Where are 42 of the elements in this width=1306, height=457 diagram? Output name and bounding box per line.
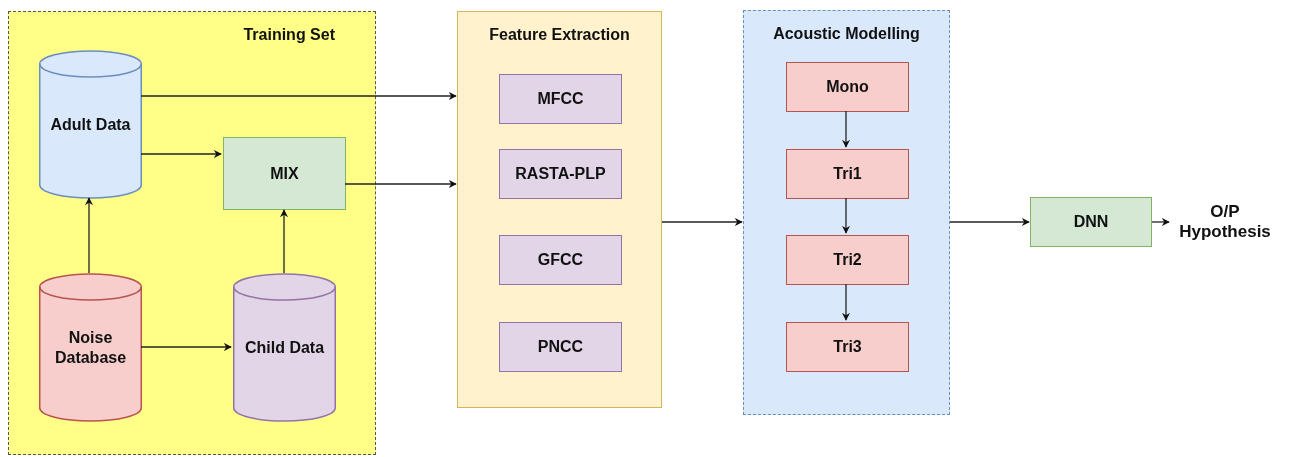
node-label: Noise Database: [53, 328, 128, 367]
panel-title: Training Set: [243, 26, 335, 43]
process-box: [499, 235, 622, 285]
process-box: [786, 62, 909, 112]
arrow: [344, 180, 457, 188]
process-box: [499, 74, 622, 124]
node-label: DNN: [1073, 212, 1109, 232]
process-box: [786, 235, 909, 285]
group-panel: [457, 11, 662, 408]
arrow: [140, 150, 222, 158]
arrow: [661, 218, 743, 226]
node-label: Tri1: [833, 164, 862, 184]
node-label: Tri3: [833, 337, 862, 357]
node-label: GFCC: [537, 250, 584, 270]
arrow: [949, 218, 1030, 226]
output-label: O/P Hypothesis: [1170, 196, 1280, 248]
node-label: Tri2: [833, 250, 862, 270]
arrow: [85, 197, 93, 274]
node-label: Mono: [826, 77, 869, 97]
node-label: Child Data: [244, 337, 325, 358]
group-panel: [8, 11, 376, 455]
node-label: MIX: [270, 163, 299, 184]
process-box: [786, 322, 909, 372]
process-box: [786, 149, 909, 199]
process-box: [499, 149, 622, 199]
arrow: [842, 283, 850, 321]
node-label: Adult Data: [50, 114, 131, 135]
node-label: PNCC: [537, 337, 584, 357]
process-box: [499, 322, 622, 372]
node-label: RASTA-PLP: [515, 164, 606, 184]
arrow: [1151, 218, 1170, 226]
process-box: [223, 137, 346, 210]
arrow: [842, 110, 850, 148]
process-box: [1030, 197, 1152, 247]
arrow: [140, 92, 457, 100]
group-panel: [743, 10, 950, 415]
panel-title: Acoustic Modelling: [773, 25, 920, 42]
arrow: [140, 343, 232, 351]
node-label: MFCC: [537, 89, 584, 109]
arrow: [842, 197, 850, 234]
arrow: [280, 209, 288, 274]
panel-title: Feature Extraction: [489, 26, 630, 43]
